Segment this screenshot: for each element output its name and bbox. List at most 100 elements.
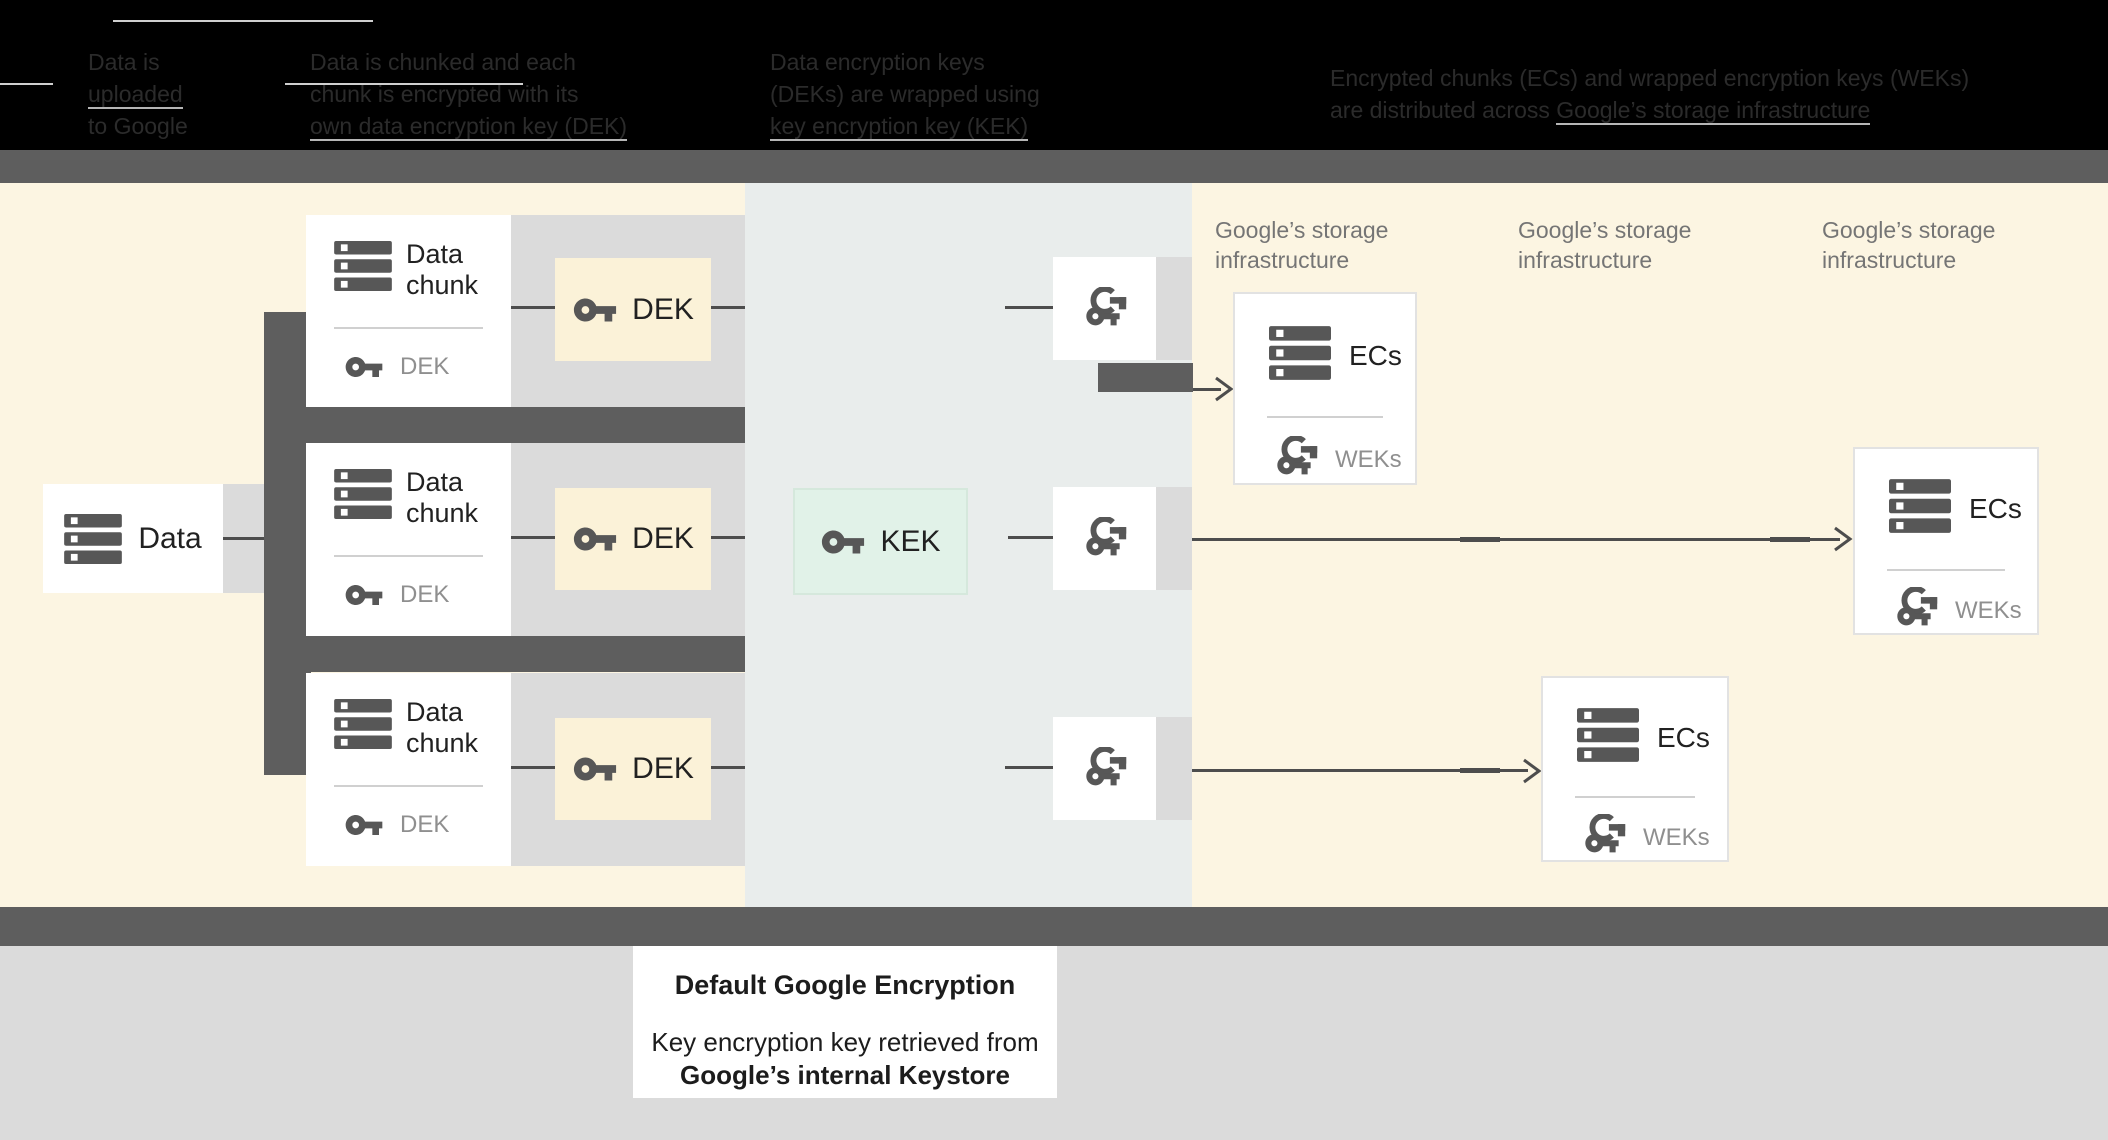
caption-line: to Google (88, 113, 188, 139)
arrow-line-overlap (1460, 537, 1500, 542)
data-chunk-label: Data chunk (406, 697, 479, 758)
caption-rule-fragment (113, 20, 373, 22)
caption-line: (DEKs) are wrapped using (770, 81, 1040, 107)
box-divider (1267, 416, 1383, 418)
key-icon (344, 805, 384, 845)
arrow-line-overlap (1460, 768, 1500, 773)
box-divider (334, 785, 483, 787)
server-stack-icon (1889, 479, 1951, 533)
caption-band: Data is uploaded to Google Data is chunk… (0, 0, 2108, 150)
data-box-label: Data (138, 521, 202, 555)
caption-link-dek[interactable]: own data encryption key (DEK) (310, 113, 628, 141)
server-stack-icon (334, 241, 392, 291)
connector-line (711, 536, 745, 539)
wrapped-key-box (1053, 487, 1156, 590)
connector-line (511, 536, 555, 539)
key-icon (820, 519, 866, 565)
wrapped-key-icon (1082, 747, 1128, 791)
caption-link-kek[interactable]: key encryption key (KEK) (770, 113, 1029, 141)
horizontal-connector (264, 407, 745, 443)
connector-line (511, 306, 555, 309)
connector-line (1005, 306, 1053, 309)
trunk-connector (264, 312, 311, 775)
wrapped-key-box (1053, 257, 1156, 360)
wrapped-key-box (1053, 717, 1156, 820)
wrapped-key-icon (1893, 587, 1939, 631)
dek-box: DEK (555, 718, 711, 820)
dek-box-label: DEK (632, 292, 694, 326)
ecs-box: ECs WEKs (1853, 447, 2039, 635)
storage-infrastructure-label: Google’s storage infrastructure (1518, 217, 1692, 273)
caption-link[interactable]: uploaded (88, 81, 183, 109)
wrapped-key-icon (1273, 436, 1319, 480)
connector-line (511, 766, 555, 769)
data-chunk-box: Data chunk DEK (306, 443, 511, 636)
ecs-label: ECs (1349, 340, 1402, 371)
caption-step-3: Data encryption keys (DEKs) are wrapped … (770, 46, 1040, 142)
ecs-box: ECs WEKs (1233, 292, 1417, 485)
ecs-box: ECs WEKs (1541, 676, 1729, 862)
weks-label: WEKs (1335, 446, 1402, 473)
box-divider (1887, 569, 2005, 571)
caption-line: uploaded (88, 78, 188, 110)
default-encryption-note: Default Google Encryption Key encryption… (633, 946, 1057, 1098)
dek-box: DEK (555, 258, 711, 361)
arrow-line-overlap (1770, 537, 1810, 542)
caption-rule-fragment (285, 83, 523, 85)
key-icon (572, 287, 618, 333)
wrapped-key-connector-bar (1098, 363, 1193, 392)
dek-box-label: DEK (632, 752, 694, 785)
top-divider-bar (0, 150, 2108, 183)
caption-link-storage[interactable]: Google’s storage infrastructure (1556, 97, 1871, 125)
chunk-dek-label: DEK (400, 353, 450, 380)
server-stack-icon (64, 514, 122, 564)
dek-box-label: DEK (632, 522, 694, 555)
key-icon (344, 347, 384, 387)
caption-line: own data encryption key (DEK) (310, 110, 628, 142)
key-icon (344, 575, 384, 615)
kek-box: KEK (793, 488, 968, 595)
wrapped-key-icon (1581, 814, 1627, 858)
caption-step-1: Data is uploaded to Google (88, 46, 188, 142)
dek-box: DEK (555, 488, 711, 590)
caption-step-2: Data is chunked and each chunk is encryp… (310, 46, 628, 142)
data-box: Data (43, 484, 223, 593)
server-stack-icon (1269, 326, 1331, 380)
kek-box-label: KEK (880, 524, 941, 558)
connector-line (223, 537, 264, 540)
horizontal-connector (264, 636, 745, 672)
note-body-line: Google’s internal Keystore (680, 1060, 1010, 1090)
caption-line: Data encryption keys (770, 49, 985, 75)
chunk-dek-label: DEK (400, 811, 450, 838)
server-stack-icon (1577, 708, 1639, 762)
ecs-label: ECs (1657, 722, 1710, 753)
connector-line (711, 306, 745, 309)
diagram-stage: Data Data chunk DEK Data chunk DEK Data … (0, 183, 2108, 907)
caption-line: Data is (88, 49, 160, 75)
data-chunk-box: Data chunk DEK (306, 673, 511, 866)
box-divider (334, 555, 483, 557)
note-title: Default Google Encryption (674, 970, 1016, 1000)
caption-step-4: Encrypted chunks (ECs) and wrapped encry… (1330, 62, 1969, 126)
ecs-label: ECs (1969, 493, 2022, 524)
data-chunk-label: Data chunk (406, 239, 479, 300)
arrow-line (1193, 388, 1221, 391)
wrapped-key-icon (1082, 517, 1128, 561)
storage-infrastructure-label: Google’s storage infrastructure (1822, 217, 1996, 273)
caption-line: are distributed across Google’s storage … (1330, 97, 1871, 125)
chunk-dek-label: DEK (400, 581, 450, 608)
data-chunk-box: Data chunk DEK (306, 215, 511, 407)
caption-rule-fragment (0, 83, 53, 85)
server-stack-icon (334, 469, 392, 519)
caption-line: Encrypted chunks (ECs) and wrapped encry… (1330, 65, 1970, 91)
arrow-line (1156, 769, 1528, 772)
data-chunk-label: Data chunk (406, 467, 479, 528)
caption-line: Data is chunked and each (310, 49, 576, 75)
key-icon (572, 516, 618, 562)
footer-area: Default Google Encryption Key encryption… (0, 946, 2108, 1140)
storage-infrastructure-label: Google’s storage infrastructure (1215, 217, 1389, 273)
connector-line (711, 766, 745, 769)
wrapped-key-icon (1082, 287, 1128, 331)
connector-line (1008, 536, 1053, 539)
